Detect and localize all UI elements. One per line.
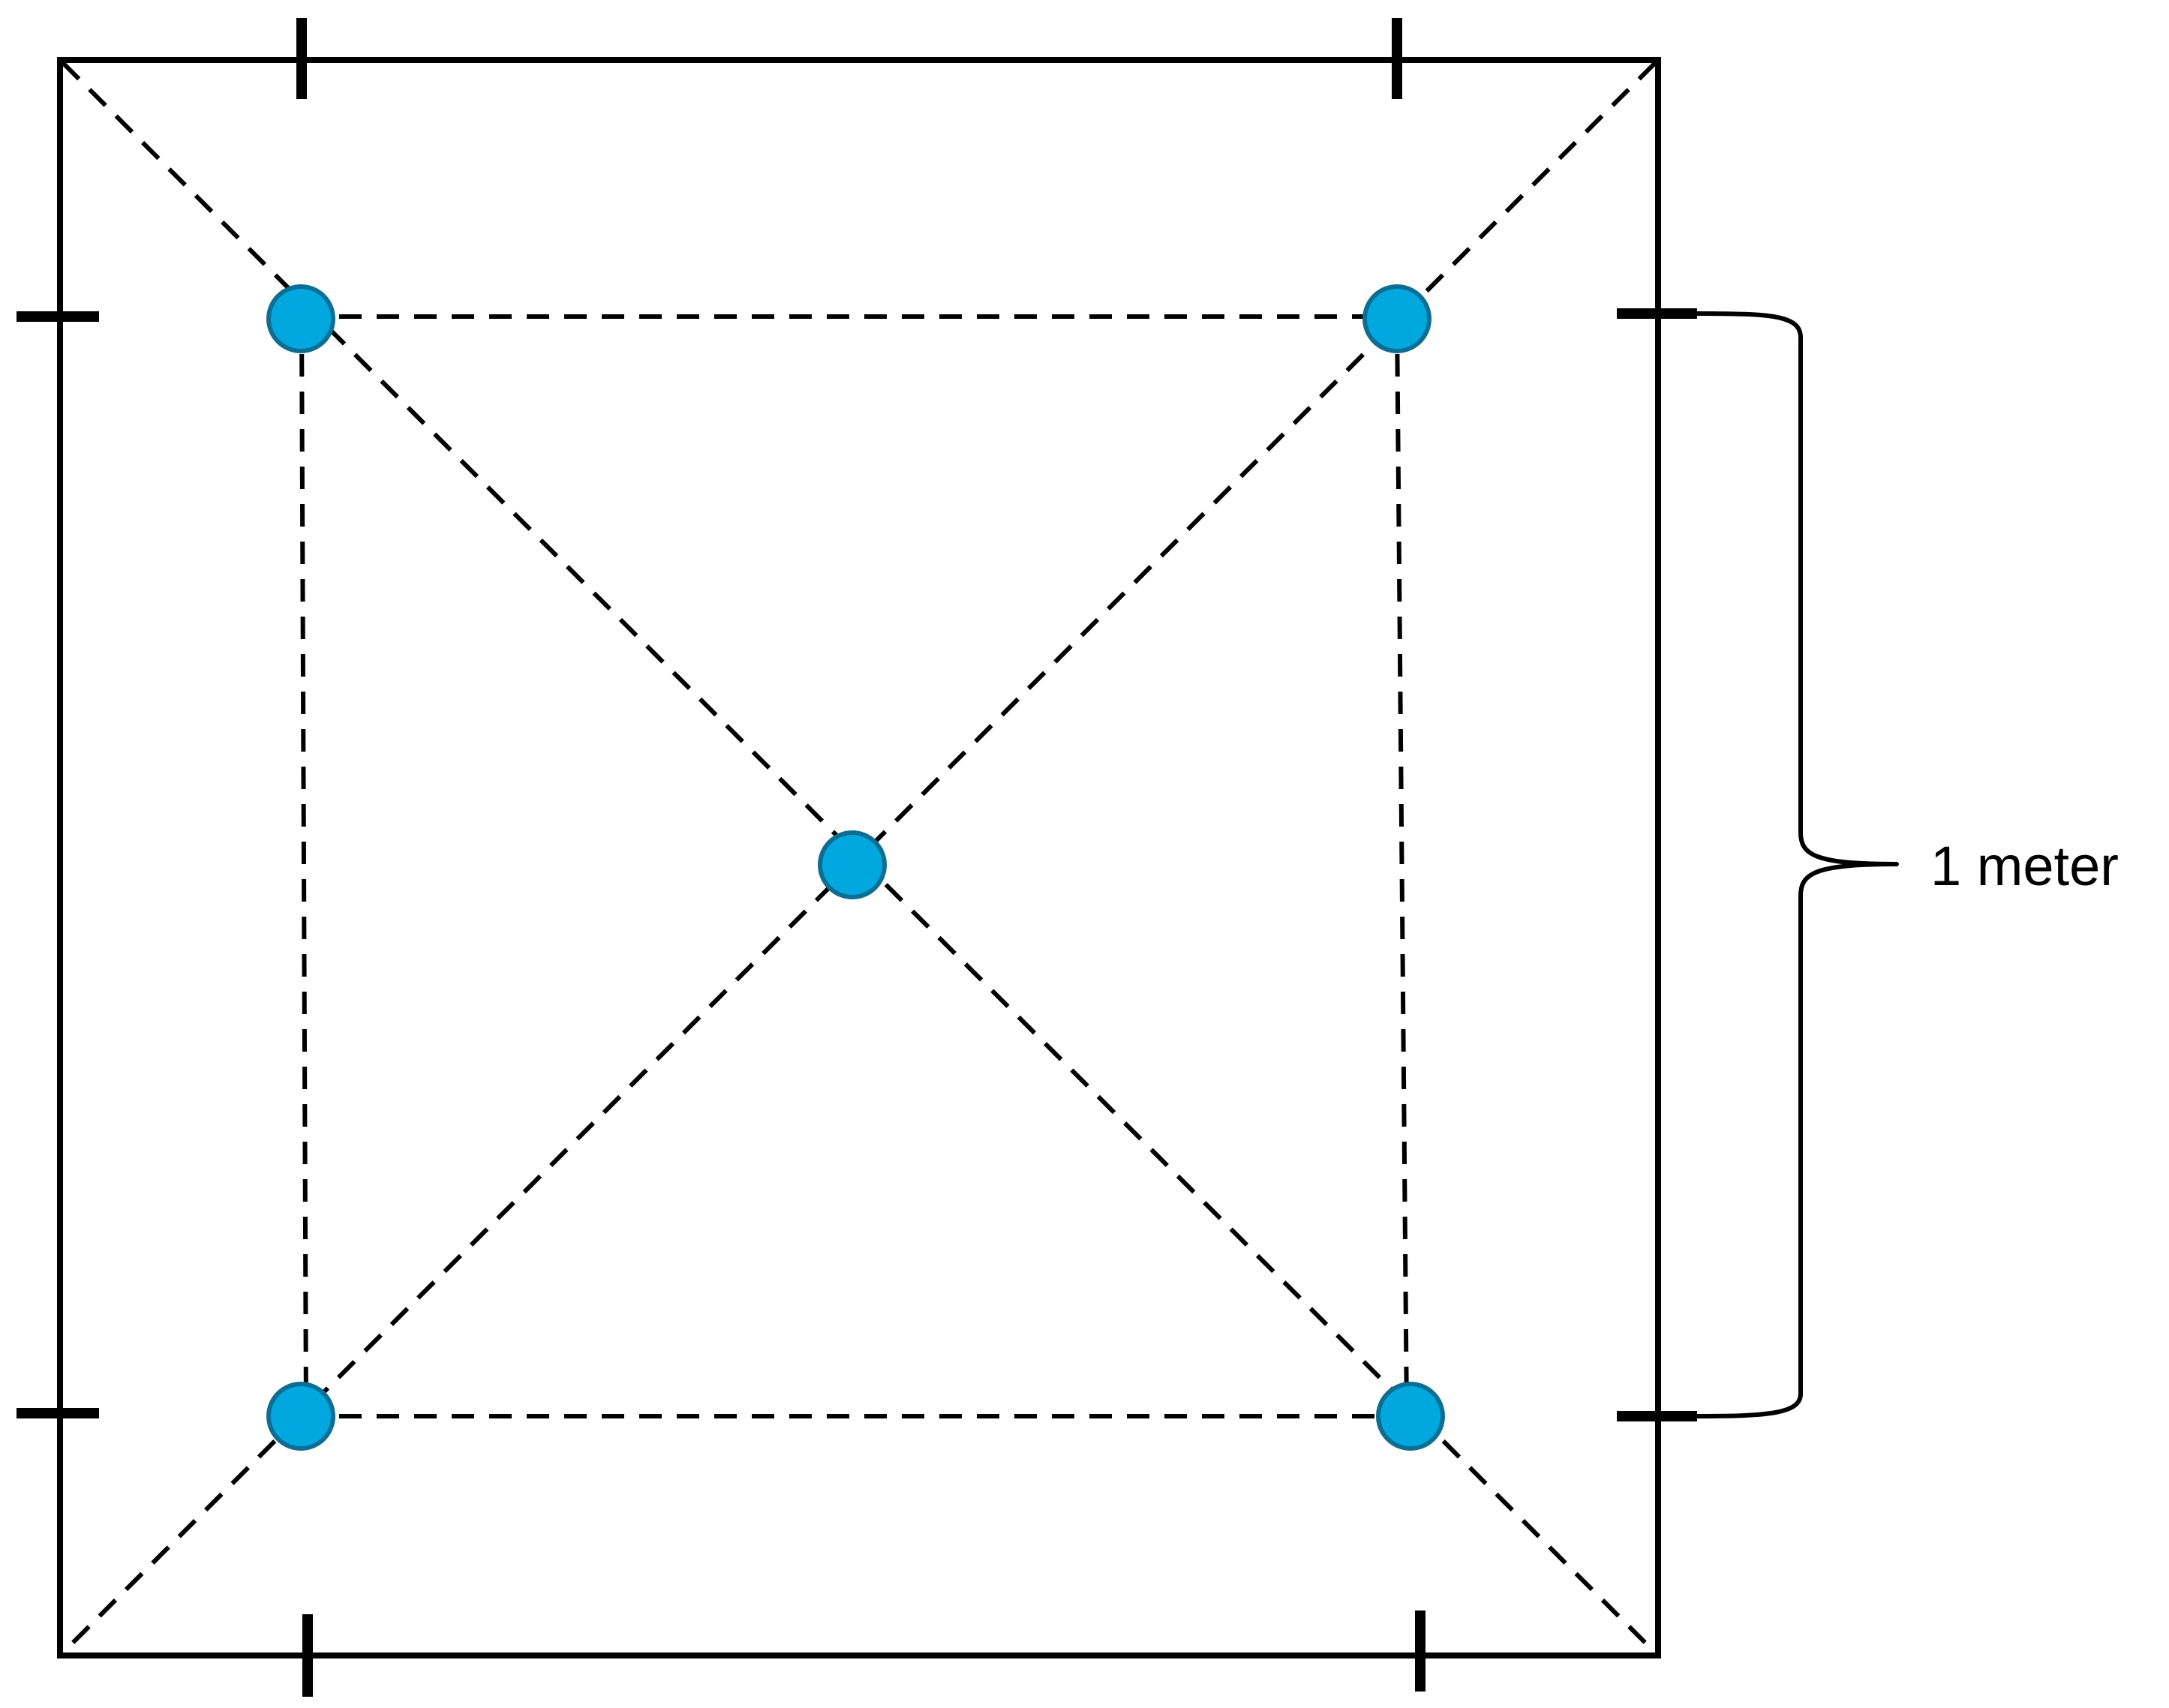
dimension-label: 1 meter [1930, 835, 2119, 897]
outer-square-boundary [57, 57, 1661, 1658]
inner-square-left-edge [299, 316, 308, 1417]
dot-top-left [266, 284, 335, 353]
dot-center [818, 830, 887, 899]
dot-bottom-left [266, 1382, 335, 1451]
dot-top-right [1362, 284, 1431, 353]
inner-square-right-edge [1395, 316, 1409, 1417]
dimension-brace [1695, 311, 1899, 1418]
dot-bottom-right [1376, 1382, 1445, 1451]
